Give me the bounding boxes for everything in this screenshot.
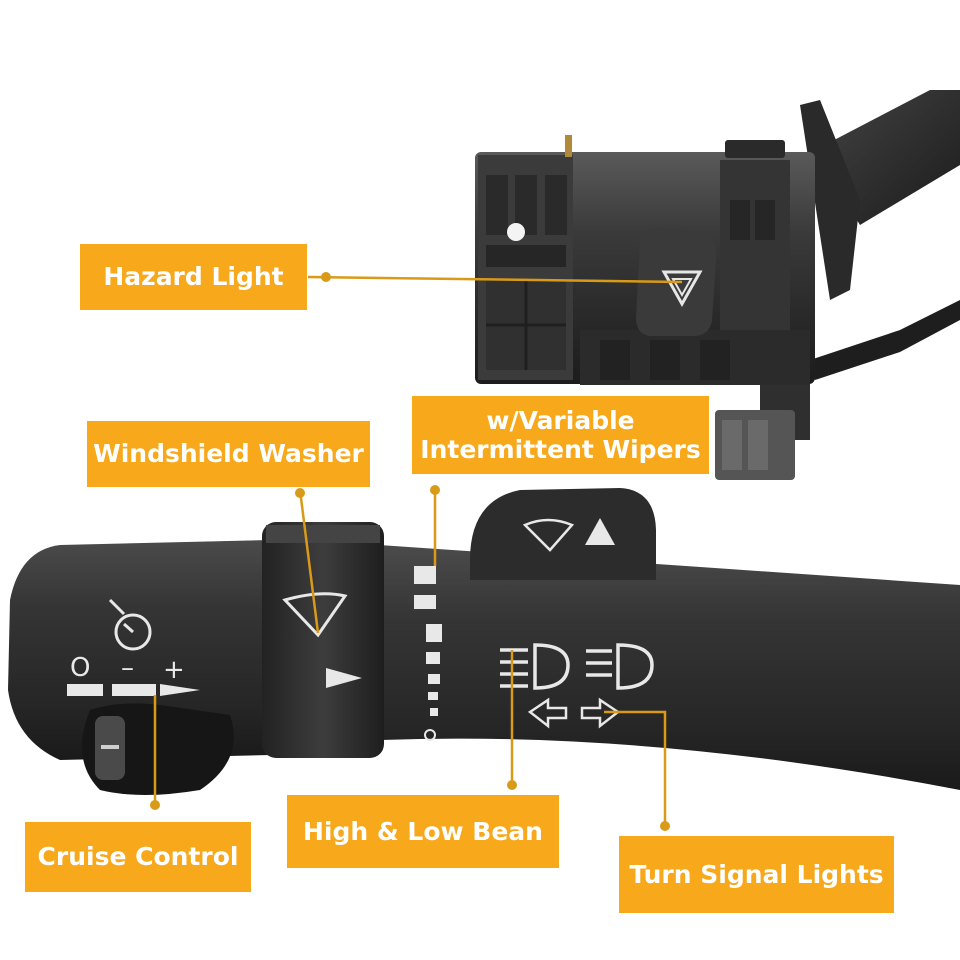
turn-signal-label: Turn Signal Lights <box>629 859 884 889</box>
variable-wipers-label-line1: w/Variable <box>486 406 635 435</box>
upper-arm <box>800 90 960 380</box>
hazard-light-callout: Hazard Light <box>80 244 307 310</box>
cruise-plus-glyph: + <box>163 655 185 685</box>
stalk-markings <box>67 518 654 741</box>
high-low-beam-callout: High & Low Bean <box>287 795 559 868</box>
hazard-light-label: Hazard Light <box>103 262 284 291</box>
cruise-control-label: Cruise Control <box>37 842 239 871</box>
stalk <box>8 488 960 795</box>
high-low-beam-label: High & Low Bean <box>303 816 543 846</box>
variable-wipers-label-line2: Intermittent Wipers <box>420 435 701 464</box>
leader-lines <box>150 272 683 831</box>
windshield-washer-callout: Windshield Washer <box>87 421 370 487</box>
cruise-off-glyph: O <box>70 653 90 683</box>
cruise-glyphs: O – + <box>70 653 185 685</box>
windshield-washer-label: Windshield Washer <box>93 439 364 468</box>
variable-wipers-callout: w/Variable Intermittent Wipers <box>412 396 709 474</box>
cruise-control-callout: Cruise Control <box>25 822 251 892</box>
turn-signal-callout: Turn Signal Lights <box>619 836 894 913</box>
cruise-minus-glyph: – <box>121 653 134 683</box>
